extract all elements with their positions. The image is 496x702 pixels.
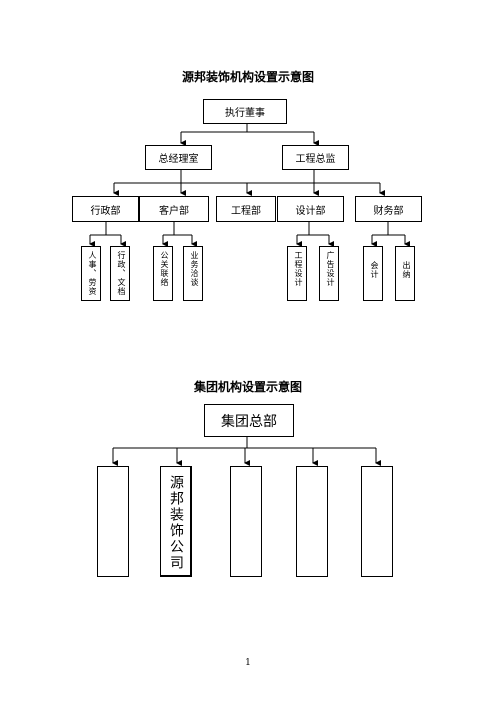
subunit-cashier-label: 出纳 — [402, 261, 411, 279]
dept-client-box: 客户部 — [139, 196, 209, 222]
page-number: 1 — [245, 658, 251, 668]
subsidiary-box-2: 源邦装饰公司 — [160, 466, 192, 577]
subunit-eng-design-box: 工程设计 — [287, 246, 307, 301]
subunit-business-label: 业务洽谈 — [190, 251, 199, 287]
subunit-pr-label: 公关联络 — [160, 251, 169, 287]
dept-design-box: 设计部 — [277, 196, 344, 222]
subsidiary-box-5 — [361, 466, 393, 577]
dept-finance-box: 财务部 — [355, 196, 422, 222]
subsidiary-label-2: 源邦装饰公司 — [168, 475, 184, 571]
subunit-hr-box: 人事、劳资 — [81, 246, 101, 301]
subunit-ad-design-box: 广告设计 — [319, 246, 339, 301]
subunit-accounting-box: 会计 — [363, 246, 383, 301]
subunit-admin-docs-label: 行政、文档 — [117, 251, 126, 296]
diagram1-title: 源邦装饰机构设置示意图 — [181, 70, 314, 84]
general-manager-box: 总经理室 — [145, 145, 212, 170]
exec-director-box: 执行董事 — [203, 99, 287, 124]
chief-engineer-box: 工程总监 — [282, 145, 349, 170]
subunit-eng-design-label: 工程设计 — [294, 251, 303, 287]
subsidiary-box-3 — [230, 466, 262, 577]
subsidiary-box-1 — [97, 466, 129, 577]
subunit-ad-design-label: 广告设计 — [326, 251, 335, 287]
dept-engineering-box: 工程部 — [216, 196, 276, 222]
subsidiary-box-4 — [296, 466, 328, 577]
subunit-accounting-label: 会计 — [370, 261, 379, 279]
subunit-pr-box: 公关联络 — [153, 246, 173, 301]
subunit-hr-label: 人事、劳资 — [88, 251, 97, 296]
group-hq-box: 集团总部 — [204, 404, 294, 437]
diagram2-title: 集团机构设置示意图 — [193, 380, 302, 394]
dept-admin-box: 行政部 — [72, 196, 139, 222]
subunit-business-box: 业务洽谈 — [183, 246, 203, 301]
subunit-admin-docs-box: 行政、文档 — [110, 246, 130, 301]
subunit-cashier-box: 出纳 — [395, 246, 415, 301]
